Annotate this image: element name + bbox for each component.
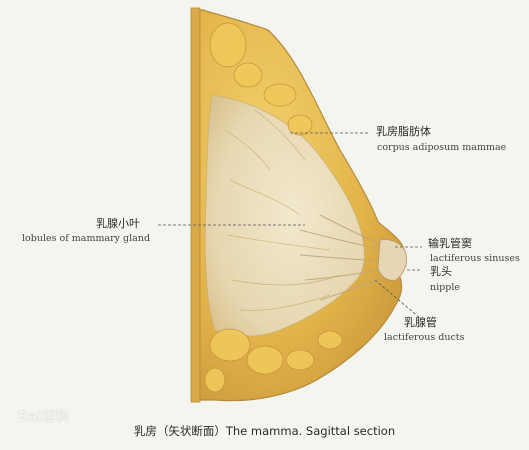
- lobule-texture: [224, 109, 341, 311]
- figure-caption: 乳房（矢状断面）The mamma. Sagittal section: [133, 424, 396, 438]
- chest-wall-cut-edge: [190, 7, 201, 403]
- label-corpus-adiposum-cn: 乳房脂肪体: [376, 125, 431, 138]
- label-lobules-cn: 乳腺小叶: [96, 217, 140, 230]
- leader-lines: [158, 132, 422, 319]
- label-nipple-cn: 乳头: [430, 265, 452, 278]
- label-lobules-en: lobules of mammary gland: [22, 233, 151, 244]
- label-nipple-en: nipple: [430, 282, 460, 293]
- label-corpus-adiposum-en: corpus adiposum mammae: [377, 142, 507, 153]
- glandular-tissue: [204, 94, 365, 337]
- fat-lobules: [204, 22, 343, 393]
- nipple-shape: [377, 239, 407, 281]
- label-lactiferous-sinuses-en: lactiferous sinuses: [430, 253, 520, 264]
- watermark-logo: Bai百科: [18, 410, 70, 425]
- label-lactiferous-ducts-en: lactiferous ducts: [384, 332, 465, 343]
- label-lactiferous-sinuses-cn: 输乳管窦: [428, 237, 472, 250]
- label-lactiferous-ducts-cn: 乳腺管: [404, 316, 437, 329]
